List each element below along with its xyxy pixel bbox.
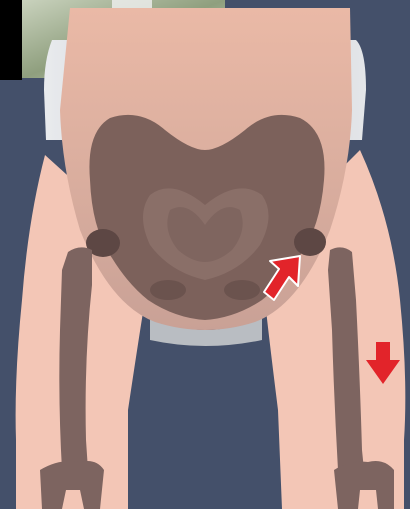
right-hip-joint [294, 228, 326, 256]
